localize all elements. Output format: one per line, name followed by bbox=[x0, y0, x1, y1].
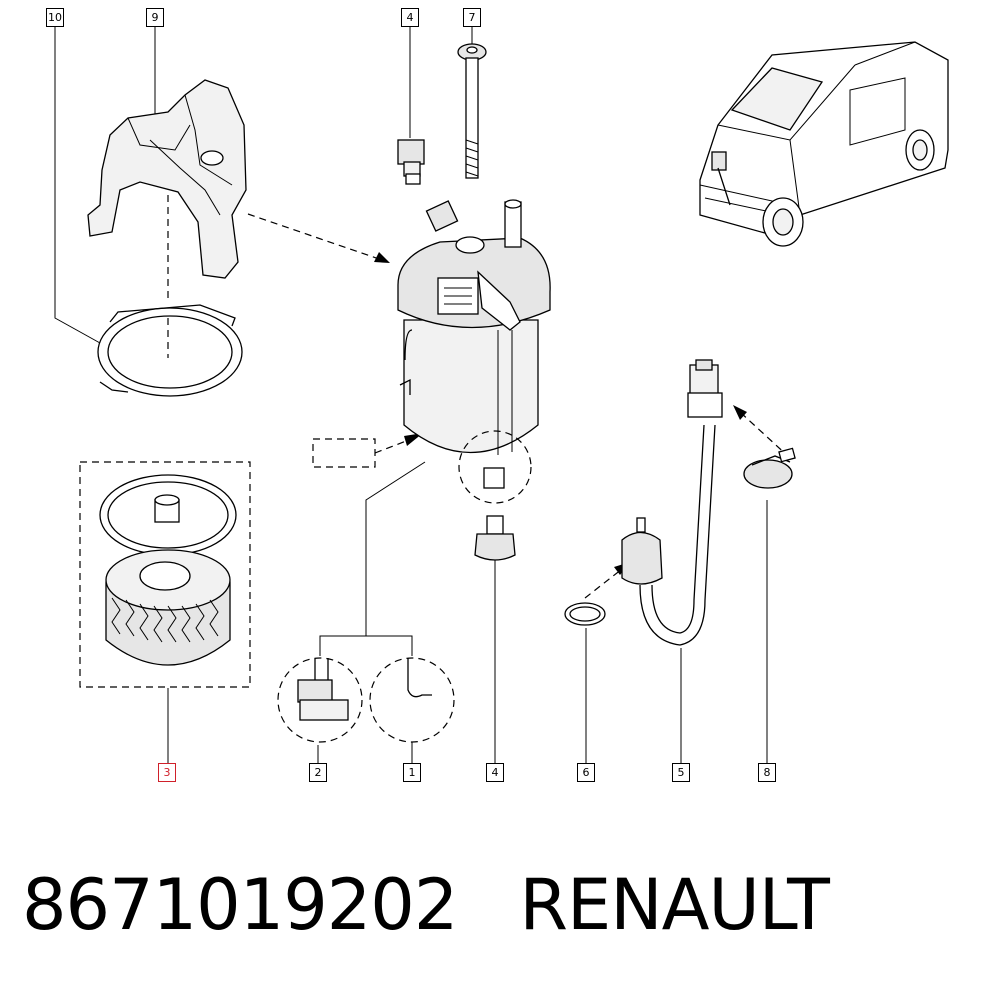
callout-6: 6 bbox=[577, 763, 595, 782]
clamp-ring-part-10 bbox=[97, 304, 243, 397]
o-ring-part-6 bbox=[564, 602, 606, 626]
part-number: 8671019202 bbox=[22, 864, 458, 946]
detail-view-2 bbox=[277, 657, 363, 743]
callout-8: 8 bbox=[758, 763, 776, 782]
callout-1: 1 bbox=[403, 763, 421, 782]
drain-detail-circle bbox=[458, 430, 532, 504]
brand-name: RENAULT bbox=[519, 864, 829, 946]
callout-7: 7 bbox=[463, 8, 481, 27]
clip-part-8 bbox=[743, 447, 796, 489]
callout-5: 5 bbox=[672, 763, 690, 782]
bolt-part-7 bbox=[457, 43, 487, 179]
callout-10: 10 bbox=[46, 8, 64, 27]
bracket-cover-part-9 bbox=[87, 79, 247, 300]
drain-plug-part-4 bbox=[474, 515, 516, 561]
detail-view-1 bbox=[369, 657, 455, 743]
sensor-harness-part-5 bbox=[621, 359, 723, 646]
callout-3-highlighted: 3 bbox=[158, 763, 176, 782]
callout-9: 9 bbox=[146, 8, 164, 27]
part-caption: 8671019202 RENAULT bbox=[22, 855, 830, 955]
leader-lines bbox=[54, 26, 768, 765]
exploded-parts-diagram bbox=[54, 26, 949, 765]
callout-4-top: 4 bbox=[401, 8, 419, 27]
callout-2: 2 bbox=[309, 763, 327, 782]
callout-4-bottom: 4 bbox=[486, 763, 504, 782]
filter-element-part-3 bbox=[79, 461, 251, 688]
filter-housing bbox=[397, 199, 551, 455]
van-illustration bbox=[699, 41, 949, 247]
plug-part-4-top bbox=[397, 139, 425, 185]
